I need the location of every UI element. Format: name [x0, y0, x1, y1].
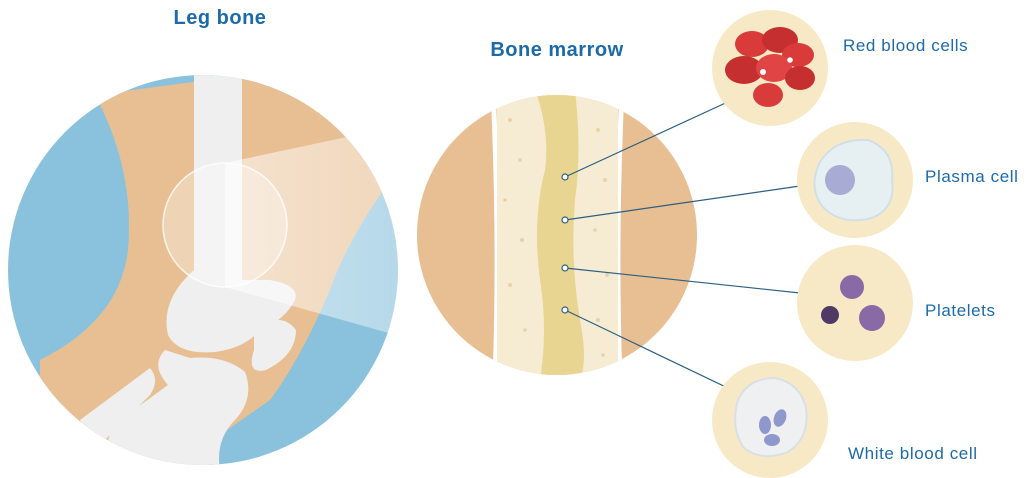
red-blood-cells-label: Red blood cells	[843, 36, 968, 55]
red-blood-cells-circle	[712, 10, 828, 126]
bone-marrow-title: Bone marrow	[490, 39, 623, 61]
leader-dot-platelets	[562, 265, 568, 271]
plasma-cell-label: Plasma cell	[925, 167, 1019, 186]
leader-dot-red	[562, 174, 568, 180]
white-blood-cell-circle	[712, 362, 828, 478]
white-blood-cell-label: White blood cell	[848, 444, 978, 463]
platelets-label: Platelets	[925, 301, 996, 320]
leader-dot-plasma	[562, 217, 568, 223]
leader-dot-white	[562, 307, 568, 313]
platelets-circle	[797, 245, 913, 361]
leg-bone-title: Leg bone	[174, 7, 267, 29]
plasma-cell-circle	[797, 122, 913, 238]
